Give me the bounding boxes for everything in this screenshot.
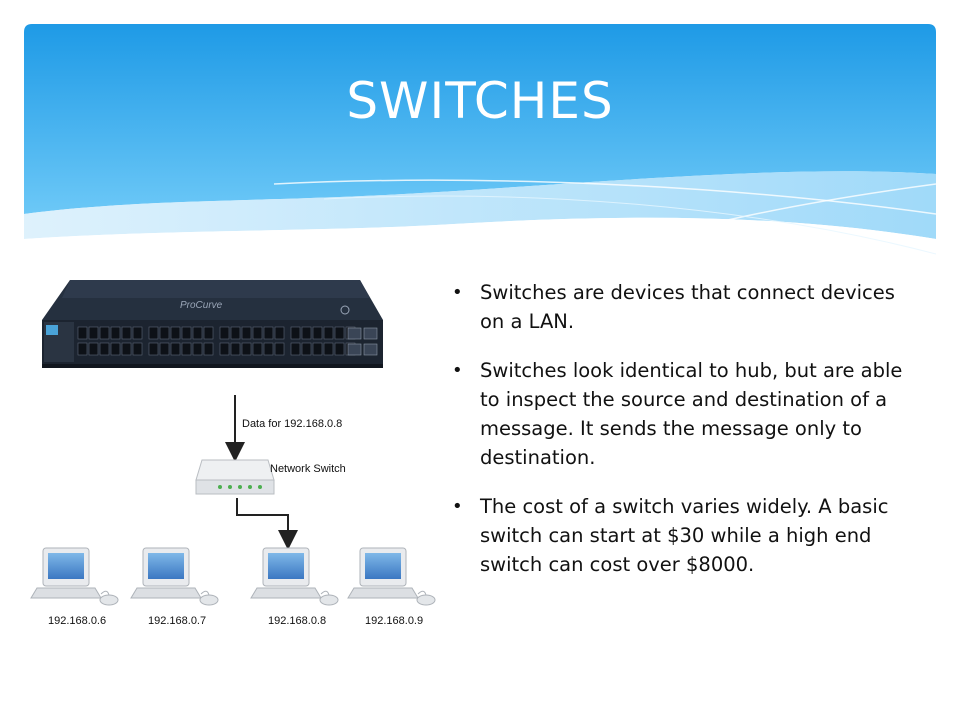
uplink-port	[363, 343, 378, 356]
switch-port	[88, 326, 99, 340]
switch-port	[132, 326, 143, 340]
computer-ip-label: 192.168.0.6	[48, 615, 106, 627]
switch-port	[110, 342, 121, 356]
switch-port	[323, 326, 334, 340]
switch-port	[121, 342, 132, 356]
switch-port	[170, 342, 181, 356]
switch-port	[230, 342, 241, 356]
switch-port	[241, 326, 252, 340]
switch-port	[334, 342, 345, 356]
switch-port	[170, 326, 181, 340]
switch-port	[88, 342, 99, 356]
switch-port	[159, 326, 170, 340]
switch-port	[334, 326, 345, 340]
switch-port	[230, 326, 241, 340]
switch-port	[263, 342, 274, 356]
computer-icon	[347, 547, 436, 606]
switch-port	[192, 342, 203, 356]
bullet-item: Switches look identical to hub, but are …	[452, 356, 922, 472]
network-switch-icon	[195, 459, 275, 495]
switch-port	[132, 342, 143, 356]
switch-port	[159, 342, 170, 356]
network-diagram: Data for 192.168.0.8 Network Switch 192.…	[30, 395, 436, 627]
switch-port	[99, 342, 110, 356]
switch-port	[252, 342, 263, 356]
switch-port	[290, 326, 301, 340]
uplink-port	[347, 343, 362, 356]
computer-icon	[250, 547, 339, 606]
data-label: Data for 192.168.0.8	[242, 418, 342, 430]
computer-icon	[130, 547, 219, 606]
switch-port	[274, 342, 285, 356]
switch-label: Network Switch	[270, 463, 346, 475]
switch-port	[219, 326, 230, 340]
switch-port	[203, 326, 214, 340]
slide-title: SWITCHES	[346, 72, 614, 130]
switch-port	[181, 342, 192, 356]
switch-port	[192, 326, 203, 340]
bullet-item: The cost of a switch varies widely. A ba…	[452, 492, 922, 579]
switch-port	[241, 342, 252, 356]
computer-group: 192.168.0.6 192.168.0.7 192.168.0.8 192.168…	[30, 547, 436, 627]
switch-port	[110, 326, 121, 340]
computer-ip-label: 192.168.0.9	[365, 615, 423, 627]
switch-ports	[77, 326, 378, 356]
computer-ip-label: 192.168.0.7	[148, 615, 206, 627]
switch-photo: ProCurve	[42, 280, 383, 368]
outgoing-data-arrow	[236, 498, 298, 550]
bullet-item: Switches are devices that connect device…	[452, 278, 922, 336]
switch-port	[263, 326, 274, 340]
switch-port	[312, 342, 323, 356]
switch-port	[312, 326, 323, 340]
computer-icon	[30, 547, 119, 606]
switch-port	[203, 342, 214, 356]
header-banner	[24, 24, 936, 274]
switch-port	[301, 342, 312, 356]
computer-ip-label: 192.168.0.8	[268, 615, 326, 627]
uplink-port	[363, 327, 378, 340]
switch-port	[148, 326, 159, 340]
switch-port	[181, 326, 192, 340]
switch-brand-label: ProCurve	[180, 300, 223, 311]
bullet-list: Switches are devices that connect device…	[452, 278, 922, 599]
switch-port	[77, 342, 88, 356]
switch-port	[290, 342, 301, 356]
uplink-port	[347, 327, 362, 340]
switch-port	[99, 326, 110, 340]
switch-port	[148, 342, 159, 356]
switch-port	[274, 326, 285, 340]
switch-port	[301, 326, 312, 340]
switch-port	[252, 326, 263, 340]
switch-port	[121, 326, 132, 340]
switch-port	[323, 342, 334, 356]
switch-port	[77, 326, 88, 340]
switch-port	[219, 342, 230, 356]
